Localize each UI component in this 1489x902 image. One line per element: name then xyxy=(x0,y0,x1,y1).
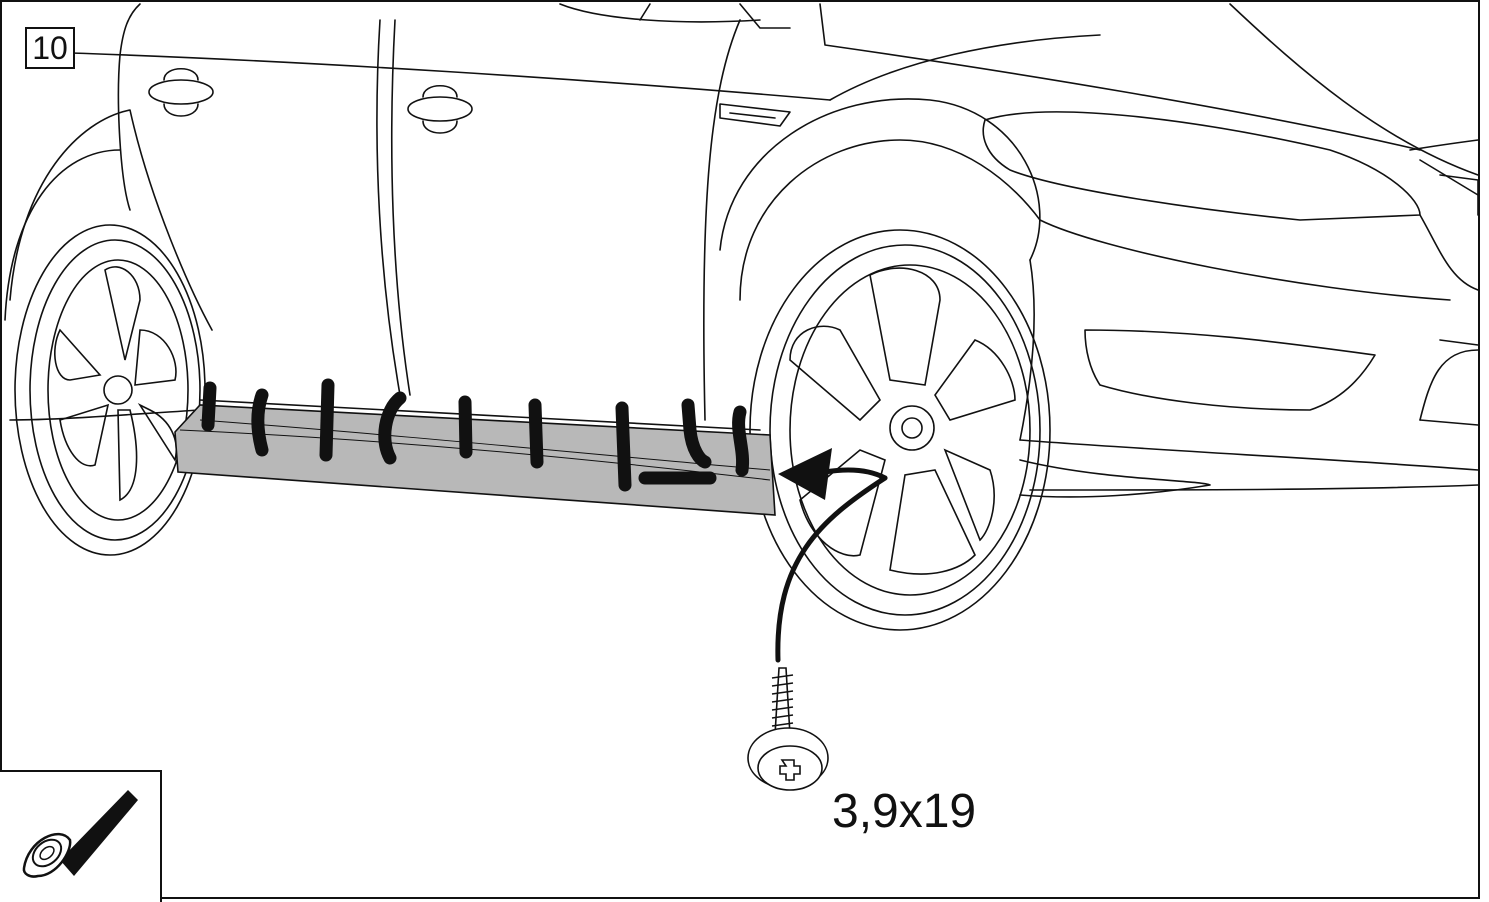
curved-arrow-icon xyxy=(775,448,888,663)
tape-mark xyxy=(528,398,544,469)
tape-mark xyxy=(251,388,269,457)
tape-mark xyxy=(378,391,407,465)
adhesive-tape-marks xyxy=(201,378,750,492)
tape-mark xyxy=(732,405,750,477)
tape-mark xyxy=(319,378,335,462)
screw-size-label: 3,9x19 xyxy=(832,785,977,838)
phillips-screw-icon xyxy=(747,667,829,791)
tape-mark xyxy=(201,381,217,432)
tool-box-icon xyxy=(22,790,138,878)
front-wheel xyxy=(749,229,1051,631)
tape-mark xyxy=(458,395,473,459)
tape-mark xyxy=(615,401,632,492)
tool-box xyxy=(0,770,162,902)
step-number: 10 xyxy=(25,27,75,69)
tape-mark xyxy=(681,398,712,469)
rear-wheel xyxy=(14,224,206,556)
